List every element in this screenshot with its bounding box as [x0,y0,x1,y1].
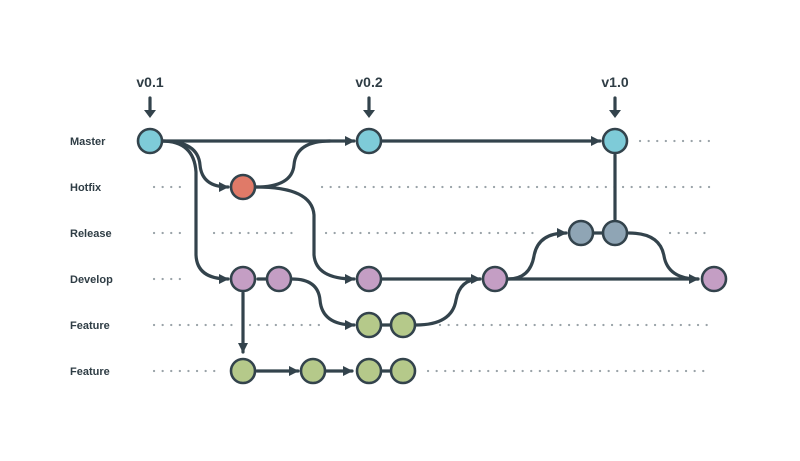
lane-label-master: Master [70,136,106,148]
tag-arrowhead-v1-0 [609,110,621,118]
lane-guides [152,139,712,373]
commit-feature2-4[interactable] [389,357,417,385]
commit-feature1-2[interactable] [389,311,417,339]
lane-label-feature-2: Feature [70,366,110,378]
version-tags: v0.1 v0.2 v1.0 [136,74,629,118]
commit-feature1-1[interactable] [355,311,383,339]
commit-develop-3[interactable] [355,265,383,293]
edge-m1-d1 [160,139,230,285]
commit-develop-5[interactable] [700,265,728,293]
tag-label-v1-0: v1.0 [601,74,628,90]
commit-develop-4[interactable] [481,265,509,293]
lane-label-develop: Develop [70,274,113,286]
commit-feature2-3[interactable] [355,357,383,385]
edge-d4-r1 [506,227,568,281]
commit-feature2-1[interactable] [229,357,257,385]
edge-h1-m2 [254,139,332,189]
edge-d2-fa1 [290,277,356,331]
commit-feature2-2[interactable] [299,357,327,385]
tag-arrowhead-v0-2 [363,110,375,118]
branch-edges [160,135,700,377]
lane-label-feature-1: Feature [70,320,110,332]
commit-master-v1-0[interactable] [601,127,629,155]
commit-release-1[interactable] [567,219,595,247]
edge-h1-d3 [254,185,356,285]
lane-label-hotfix: Hotfix [70,182,102,194]
tag-label-v0-2: v0.2 [355,74,382,90]
commit-release-2[interactable] [601,219,629,247]
edge-r2-d5 [627,231,700,281]
tag-label-v0-1: v0.1 [136,74,163,90]
lane-label-release: Release [70,228,112,240]
commit-master-v0-2[interactable] [355,127,383,155]
lane-labels: Master Hotfix Release Develop Feature Fe… [70,136,113,378]
commit-nodes [136,127,728,385]
commit-hotfix[interactable] [229,173,257,201]
edge-fa2-d4 [414,277,482,327]
tag-arrowhead-v0-1 [144,110,156,118]
commit-develop-2[interactable] [265,265,293,293]
commit-develop-1[interactable] [229,265,257,293]
commit-master-v0-1[interactable] [136,127,164,155]
